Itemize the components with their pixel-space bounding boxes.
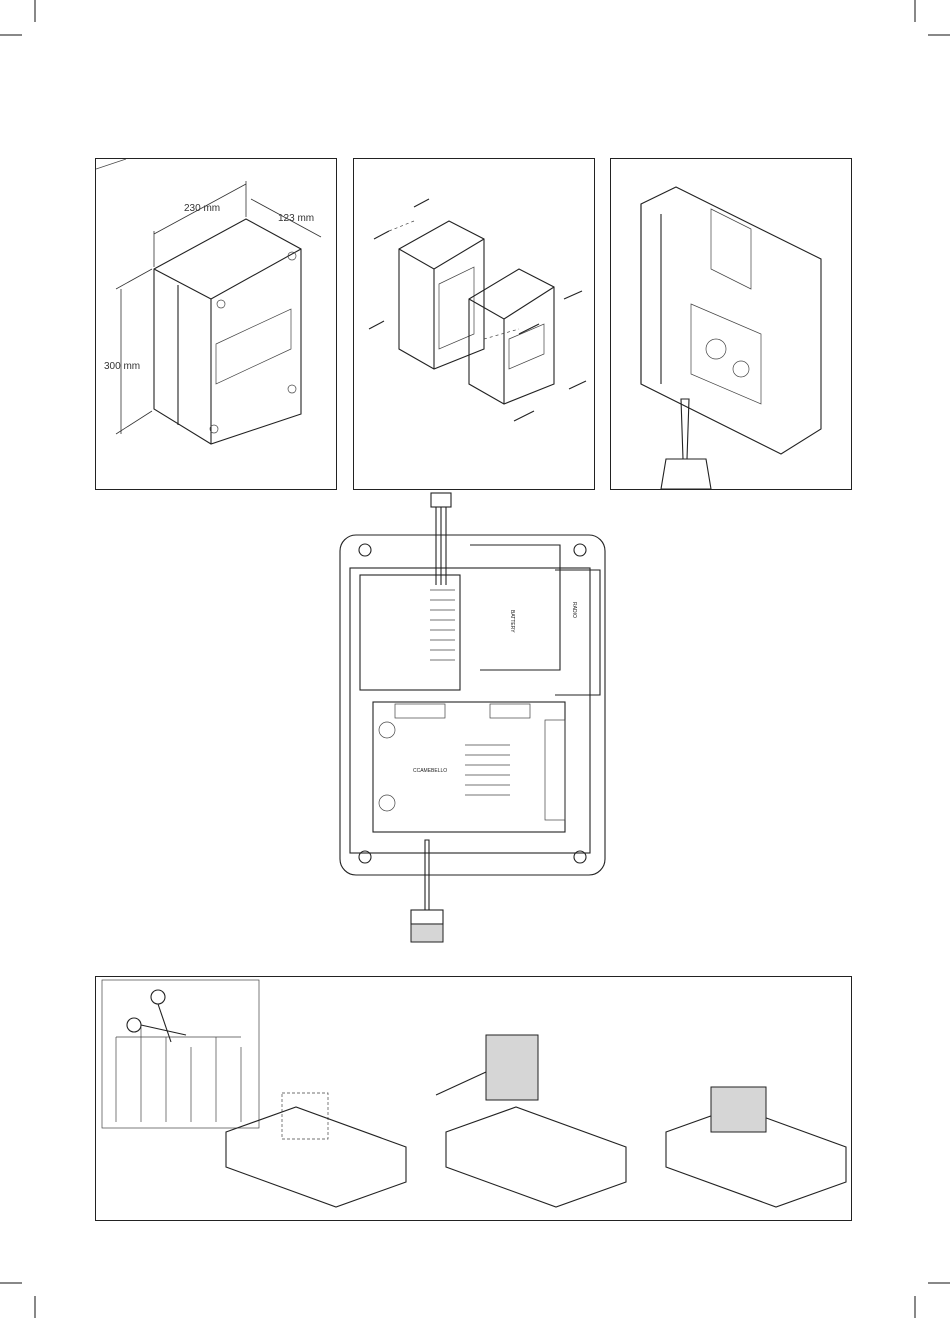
- exploded-assembly-drawing: [354, 159, 594, 489]
- exploded-view-panel: [353, 158, 595, 490]
- dimensions-panel: 230 mm 123 mm 300 mm: [95, 158, 337, 490]
- control-board-drawing: BATTERY RADIO CCAMEBELLO: [335, 490, 615, 950]
- height-dimension-label: 300 mm: [104, 361, 140, 372]
- drilling-drawing: [611, 159, 851, 489]
- width-dimension-label: 230 mm: [184, 203, 220, 214]
- board-brand-label: CCAMEBELLO: [413, 768, 447, 774]
- drilling-panel: [610, 158, 852, 490]
- cable-gland-icon: [431, 493, 451, 585]
- scissors-icon: [127, 990, 186, 1042]
- enclosure-dimensions-drawing: 230 mm 123 mm 300 mm: [96, 159, 336, 489]
- radio-label: RADIO: [571, 602, 577, 618]
- battery-label: BATTERY: [509, 610, 515, 633]
- battery-installation-panel: [95, 976, 852, 1221]
- depth-dimension-label: 123 mm: [278, 213, 314, 224]
- board-svg: BATTERY RADIO CCAMEBELLO: [335, 490, 615, 950]
- battery-installation-drawing: [96, 977, 851, 1220]
- drill-icon: [661, 399, 711, 489]
